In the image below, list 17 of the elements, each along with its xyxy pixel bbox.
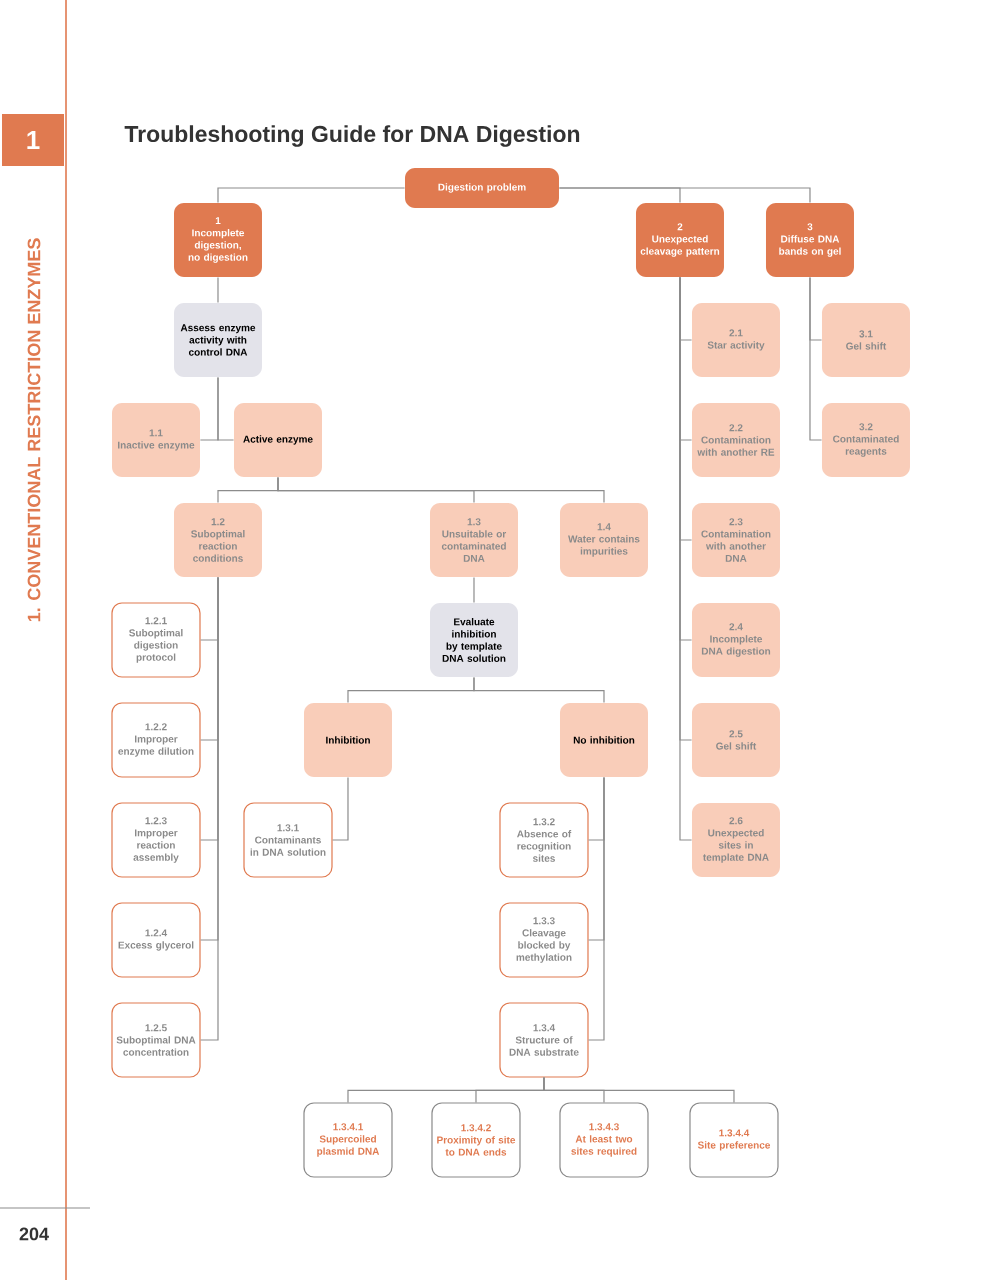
connector-line	[200, 576, 219, 1041]
connector-line	[679, 276, 693, 841]
connector-line	[217, 276, 219, 304]
connector-line	[588, 776, 605, 1041]
connector-line	[332, 776, 349, 841]
title: Troubleshooting Guide for DNA Digestion	[124, 125, 580, 147]
connector-line	[543, 1077, 735, 1103]
connector-line	[217, 187, 406, 204]
connector-line	[558, 187, 811, 204]
connector-line	[809, 276, 823, 441]
connector-line	[277, 476, 605, 504]
connector-line	[217, 376, 235, 441]
chapter-title: 1. CONVENTIONAL RESTRICTION ENZYMES	[27, 238, 41, 622]
connector-line	[473, 676, 605, 704]
connector-line	[473, 576, 475, 604]
chapter-tab: 1	[2, 114, 64, 166]
page-number: 204	[19, 1227, 49, 1241]
